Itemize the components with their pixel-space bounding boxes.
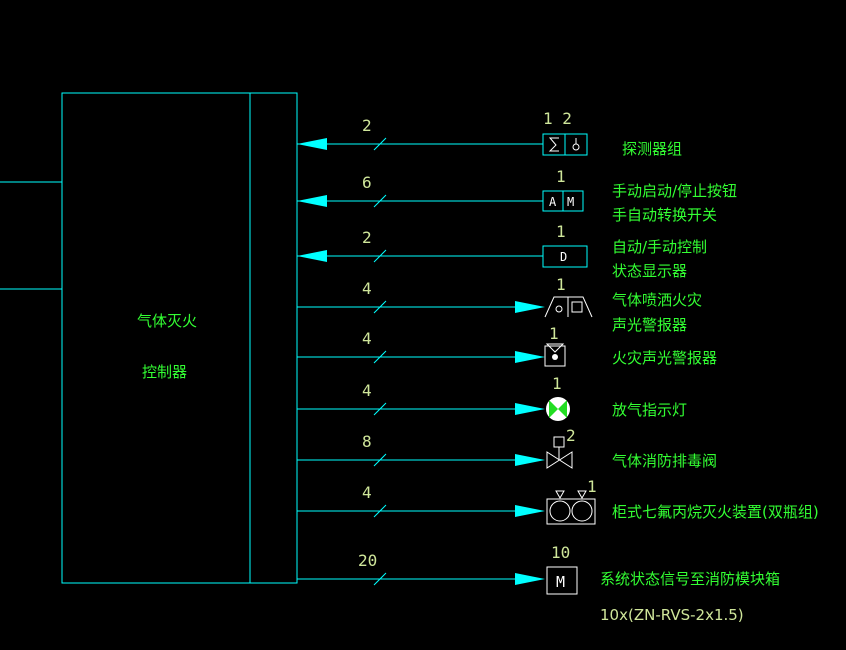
cylinder-2 [571, 500, 593, 522]
row-label-1: 柜式七氟丙烷灭火装置(双瓶组) [612, 503, 819, 521]
sounder-icon [571, 301, 583, 313]
wire-count: 8 [362, 432, 372, 451]
nozzle-2 [577, 490, 587, 500]
row-label-1: 系统状态信号至消防模块箱 [600, 570, 780, 588]
row-label-1: 自动/手动控制 [612, 238, 707, 256]
wire-count: 2 [362, 228, 372, 247]
arrow-out [515, 454, 545, 466]
qty: 1 [556, 167, 566, 186]
tick [373, 249, 387, 263]
lamp-seg-right [558, 400, 567, 418]
module-box-symbol [546, 566, 578, 595]
qty: 1 [556, 222, 566, 241]
box-d: D [560, 250, 567, 264]
row-label-2: 声光警报器 [612, 316, 687, 334]
row-label-1: 探测器组 [622, 140, 682, 158]
row-discharge-lamp: 4 1 放气指示灯 [297, 374, 687, 421]
tick [373, 350, 387, 364]
row-label-1: 火灾声光警报器 [612, 349, 717, 367]
nozzle-1 [555, 490, 565, 500]
box-m: M [556, 573, 565, 591]
status-display-symbol [542, 245, 588, 268]
controller-box [61, 92, 298, 584]
qty: 1 [587, 477, 597, 496]
smoke-detector-icon [548, 137, 559, 152]
row-module: 20 10 M 系统状态信号至消防模块箱 10x(ZN-RVS-2x1.5) [297, 543, 780, 624]
arrow-out [515, 505, 545, 517]
row-sounder-strobe: 4 1 气体喷洒火灾 声光警报器 [297, 275, 702, 334]
valve-actuator [553, 436, 565, 448]
row-cabinet: 4 1 柜式七氟丙烷灭火装置(双瓶组) [297, 477, 819, 525]
row-label-1: 气体消防排毒阀 [612, 452, 717, 470]
tick [373, 504, 387, 518]
row-label-2: 状态显示器 [612, 262, 687, 280]
arrow-out [515, 301, 545, 313]
row-label-1: 手动启动/停止按钮 [612, 182, 737, 200]
arrow-out [515, 403, 545, 415]
wire-count: 6 [362, 173, 372, 192]
qty: 1 [549, 324, 559, 343]
qty: 1 [556, 275, 566, 294]
arrow-out [515, 573, 545, 585]
arrow-in [297, 138, 327, 150]
row-detector: 2 1 2 探测器组 [297, 109, 682, 158]
controller-label-1: 气体灭火 [137, 312, 197, 330]
alarm-top [545, 343, 565, 353]
tick [373, 402, 387, 416]
arrow-out [515, 351, 545, 363]
cylinder-1 [549, 500, 571, 522]
row-label-1: 放气指示灯 [612, 401, 687, 419]
row-label-1: 气体喷洒火灾 [612, 291, 702, 309]
valve-symbol [546, 451, 573, 469]
row-label-2: 手自动转换开关 [612, 206, 717, 224]
wire-count: 4 [362, 483, 372, 502]
box-m: M [567, 195, 574, 209]
row-fire-alarm: 4 1 火灾声光警报器 [297, 324, 717, 367]
strobe-icon [555, 305, 563, 313]
qty: 1 2 [543, 109, 572, 128]
tick [373, 453, 387, 467]
row-manual: 6 1 A M 手动启动/停止按钮 手自动转换开关 [297, 167, 737, 224]
qty: 1 [552, 374, 562, 393]
tick [373, 194, 387, 208]
qty: 10 [551, 543, 570, 562]
tick [373, 137, 387, 151]
cable-spec: 10x(ZN-RVS-2x1.5) [600, 606, 744, 624]
wire-count: 4 [362, 381, 372, 400]
wire-count: 4 [362, 329, 372, 348]
lamp-seg-left [549, 400, 558, 418]
wire-count: 2 [362, 116, 372, 135]
qty: 2 [566, 426, 576, 445]
alarm-dot [552, 354, 558, 360]
box-a: A [549, 195, 557, 209]
wire-count: 20 [358, 551, 377, 570]
arrow-in [297, 250, 327, 262]
tick [373, 572, 387, 586]
cabinet-unit-symbol [546, 498, 596, 525]
fire-alarm-symbol [544, 345, 566, 367]
row-valve: 8 2 气体消防排毒阀 [297, 426, 717, 470]
arrow-in [297, 195, 327, 207]
wire-count: 4 [362, 279, 372, 298]
tick [373, 300, 387, 314]
heat-detector-icon [572, 143, 580, 151]
controller-label-2: 控制器 [142, 363, 187, 381]
row-status: 2 1 D 自动/手动控制 状态显示器 [297, 222, 707, 280]
